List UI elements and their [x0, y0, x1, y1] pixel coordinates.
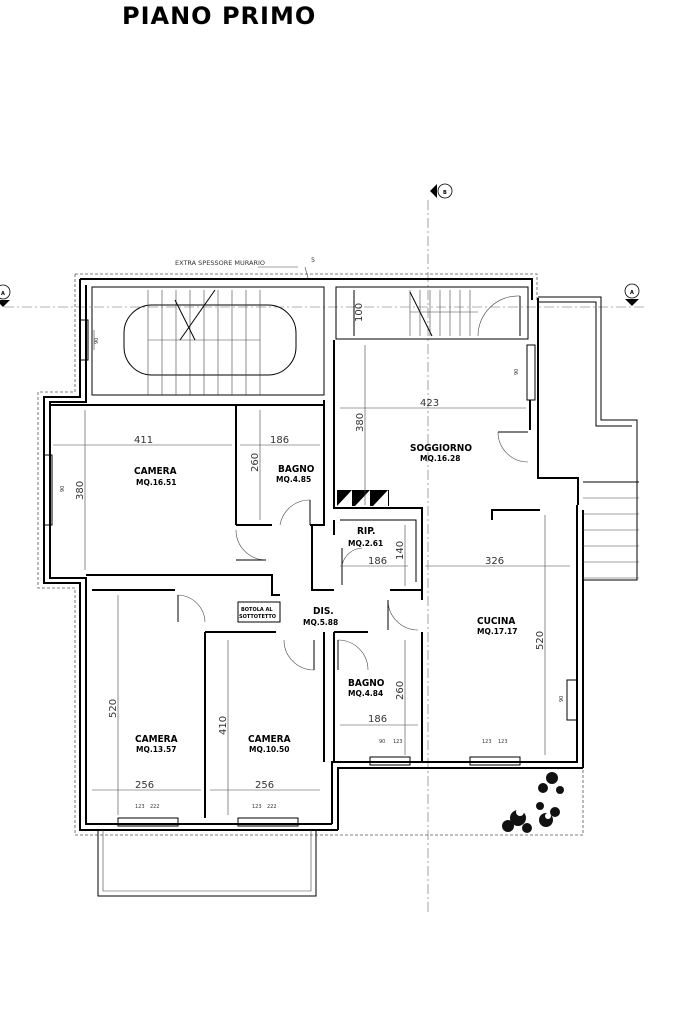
room-name-bagno2: BAGNO: [348, 678, 385, 689]
dim-520-cucina: 520: [535, 631, 546, 650]
room-area-cucina: MQ.17.17: [477, 627, 517, 636]
exterior-walls: [43, 278, 584, 831]
stairwell-left: [91, 286, 325, 396]
window-label-camera2-a: 123: [135, 804, 145, 810]
room-area-camera3: MQ.10.50: [249, 745, 289, 754]
section-label-a-right: A: [630, 290, 634, 296]
room-area-bagno2: MQ.4.84: [348, 689, 383, 698]
dim-140-rip: 140: [395, 541, 406, 560]
dim-256-camera3: 256: [255, 780, 274, 791]
extra-thickness-value: 5: [311, 256, 315, 264]
dim-100: 100: [354, 303, 365, 322]
room-name-camera2: CAMERA: [135, 734, 178, 745]
window-label-camera3-a: 123: [252, 804, 262, 810]
dim-380-camera1: 380: [75, 481, 86, 500]
dim-260-bagno2: 260: [395, 681, 406, 700]
section-marker-b-top: B: [430, 183, 453, 199]
dimension-lines: [53, 345, 570, 815]
attic-hatch-line2: SOTTOTETTO: [239, 614, 276, 620]
room-area-rip: MQ.2.61: [348, 539, 383, 548]
window-label-bagno2-b: 123: [393, 739, 403, 745]
dim-326-cucina: 326: [485, 556, 504, 567]
interior-walls: [50, 340, 540, 818]
dim-423: 423: [420, 398, 439, 409]
extra-thickness-note: EXTRA SPESSORE MURARIO: [175, 259, 265, 267]
dim-410-camera3: 410: [218, 716, 229, 735]
attic-hatch: BOTOLA AL SOTTOTETTO: [237, 601, 281, 623]
dim-380-soggiorno: 380: [355, 413, 366, 432]
window-label-soggiorno: 90: [514, 369, 520, 375]
dim-260-bagno1: 260: [250, 453, 261, 472]
room-name-camera1: CAMERA: [134, 466, 177, 477]
window-label-cucina-b: 123: [498, 739, 508, 745]
stairwell-right: [335, 286, 529, 340]
shrub-icon: [502, 772, 564, 833]
dim-411: 411: [134, 435, 153, 446]
room-area-soggiorno: MQ.16.28: [420, 454, 460, 463]
dim-186-rip: 186: [368, 556, 387, 567]
dim-186-bagno1: 186: [270, 435, 289, 446]
balcony: [97, 830, 317, 897]
room-area-camera1: MQ.16.51: [136, 478, 176, 487]
dim-520-camera2: 520: [108, 699, 119, 718]
room-name-bagno1: BAGNO: [278, 464, 315, 475]
dim-186-bagno2: 186: [368, 714, 387, 725]
window-label-cucina: 90: [559, 696, 565, 702]
window-label-camera2-b: 222: [150, 804, 160, 810]
room-area-dis: MQ.5.88: [303, 618, 338, 627]
extra-thickness-outline: [37, 273, 538, 836]
room-name-soggiorno: SOGGIORNO: [410, 443, 472, 454]
attic-hatch-line1: BOTOLA AL: [241, 607, 273, 613]
dim-256-camera2: 256: [135, 780, 154, 791]
plan-title: PIANO PRIMO: [122, 2, 316, 30]
window-label-bagno2-a: 90: [379, 739, 385, 745]
window-label-stair: 90: [94, 338, 100, 344]
room-name-dis: DIS.: [313, 606, 334, 617]
external-stairs: [538, 296, 639, 581]
section-marker-a-left: A: [0, 284, 11, 307]
room-name-camera3: CAMERA: [248, 734, 291, 745]
section-marker-a-right: A: [624, 283, 640, 306]
windows: [43, 319, 578, 827]
chimney-block: [337, 490, 389, 506]
room-area-camera2: MQ.13.57: [136, 745, 176, 754]
room-area-bagno1: MQ.4.85: [276, 475, 311, 484]
window-label-camera3-b: 222: [267, 804, 277, 810]
room-name-cucina: CUCINA: [477, 616, 515, 627]
section-label-b-top: B: [443, 190, 447, 196]
doors: [177, 431, 529, 671]
window-label-camera1: 90: [60, 486, 66, 492]
room-name-rip: RIP.: [357, 526, 375, 537]
window-label-cucina-a: 123: [482, 739, 492, 745]
section-label-a-left: A: [1, 291, 5, 297]
